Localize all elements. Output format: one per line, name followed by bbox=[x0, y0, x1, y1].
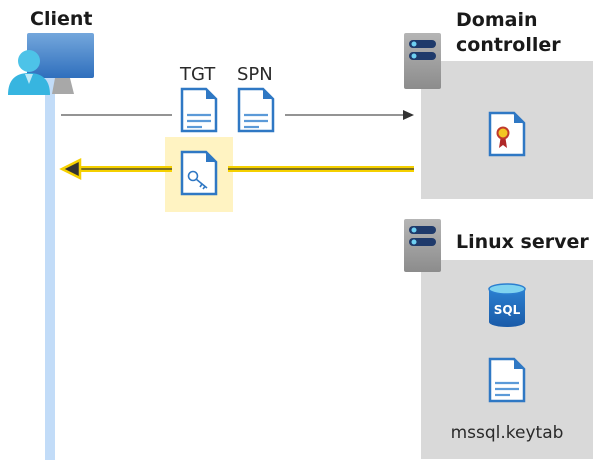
spn-label: SPN bbox=[237, 64, 273, 85]
server-icon bbox=[404, 33, 441, 89]
user-computer-icon bbox=[8, 33, 94, 95]
domain-controller-title-line2: controller bbox=[456, 34, 561, 56]
response-arrow bbox=[59, 157, 414, 181]
domain-controller: Domain controller bbox=[404, 9, 593, 199]
client-title: Client bbox=[30, 8, 92, 30]
key-document-icon bbox=[180, 150, 218, 196]
keytab-label: mssql.keytab bbox=[451, 423, 564, 443]
keytab-document-icon bbox=[488, 357, 526, 403]
linux-server-title: Linux server bbox=[456, 231, 589, 253]
sql-label: SQL bbox=[494, 303, 521, 317]
request-arrow bbox=[61, 110, 414, 120]
tgt-label: TGT bbox=[179, 64, 216, 85]
certificate-document-icon bbox=[488, 111, 526, 157]
client-lifeline bbox=[45, 78, 55, 460]
client: Client bbox=[8, 8, 94, 460]
sql-database-icon: SQL bbox=[488, 283, 526, 327]
tgt-document-icon bbox=[180, 87, 218, 133]
spn-document-icon bbox=[237, 87, 275, 133]
linux-server: Linux server SQL mssql.keytab bbox=[404, 219, 593, 459]
server-icon bbox=[404, 219, 441, 272]
domain-controller-title-line1: Domain bbox=[456, 9, 537, 31]
